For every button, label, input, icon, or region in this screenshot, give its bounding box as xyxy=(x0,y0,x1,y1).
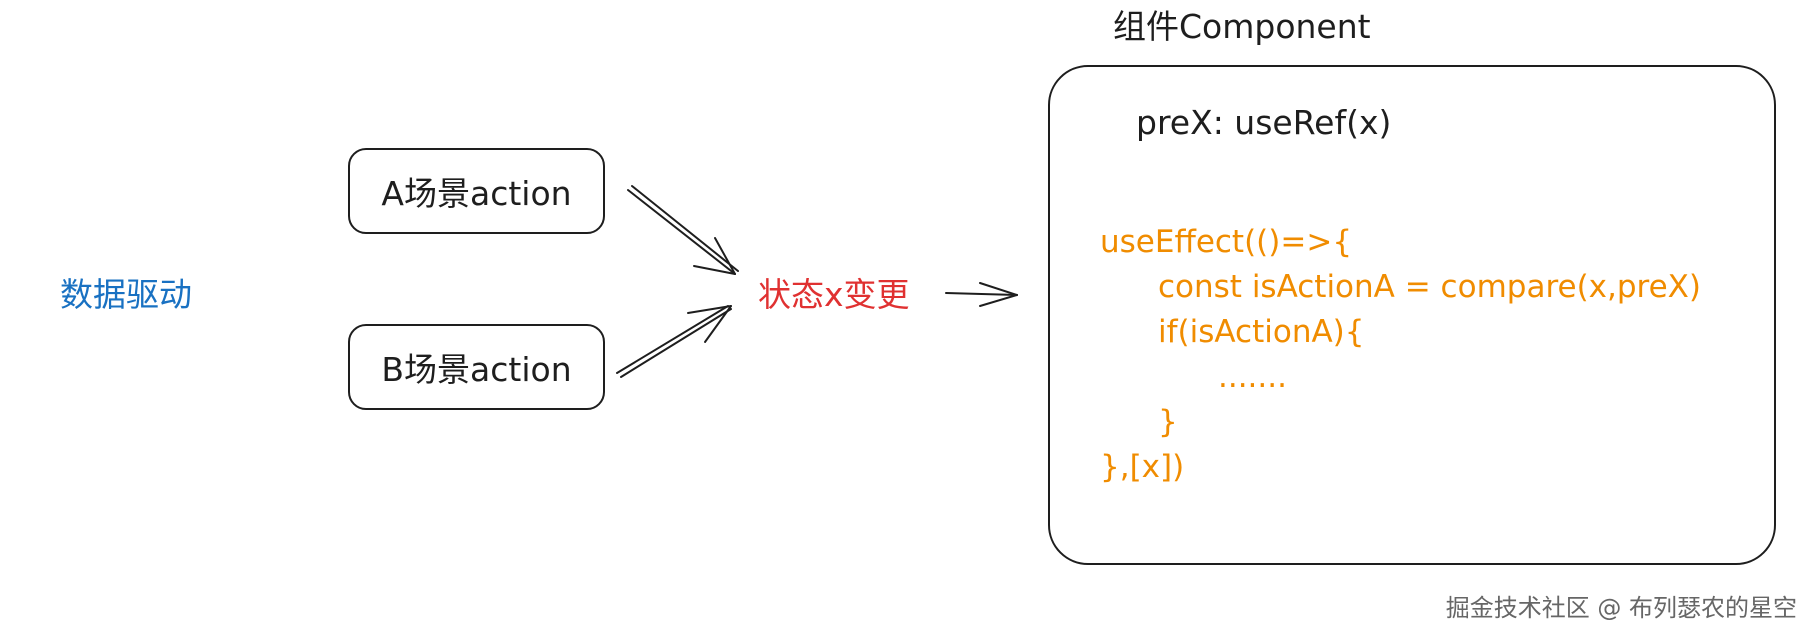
code-line-2: const isActionA = compare(x,preX) xyxy=(1158,269,1702,305)
state-x-change-label: 状态x变更 xyxy=(758,275,910,314)
use-effect-code-block: useEffect(()=>{ const isActionA = compar… xyxy=(1100,220,1701,490)
code-line-6: },[x]) xyxy=(1100,449,1185,485)
arrow-state-to-component xyxy=(945,282,1018,307)
code-line-4: ....... xyxy=(1218,359,1287,395)
scenario-a-action-label: A场景action xyxy=(381,174,572,213)
scenario-a-action-node: A场景action xyxy=(348,148,605,234)
code-line-3: if(isActionA){ xyxy=(1158,314,1365,350)
scenario-b-action-label: B场景action xyxy=(381,350,572,389)
prex-useref-line: preX: useRef(x) xyxy=(1136,103,1392,142)
component-title: 组件Component xyxy=(1113,7,1371,46)
arrow-a-to-state xyxy=(627,185,739,275)
component-box xyxy=(1048,65,1776,565)
scenario-b-action-node: B场景action xyxy=(348,324,605,410)
arrow-b-to-state xyxy=(616,305,732,378)
code-line-1: useEffect(()=>{ xyxy=(1100,224,1353,260)
watermark: 掘金技术社区 @ 布列瑟农的星空 xyxy=(1445,594,1797,622)
data-driven-label: 数据驱动 xyxy=(60,275,192,314)
code-line-5: } xyxy=(1158,404,1178,440)
